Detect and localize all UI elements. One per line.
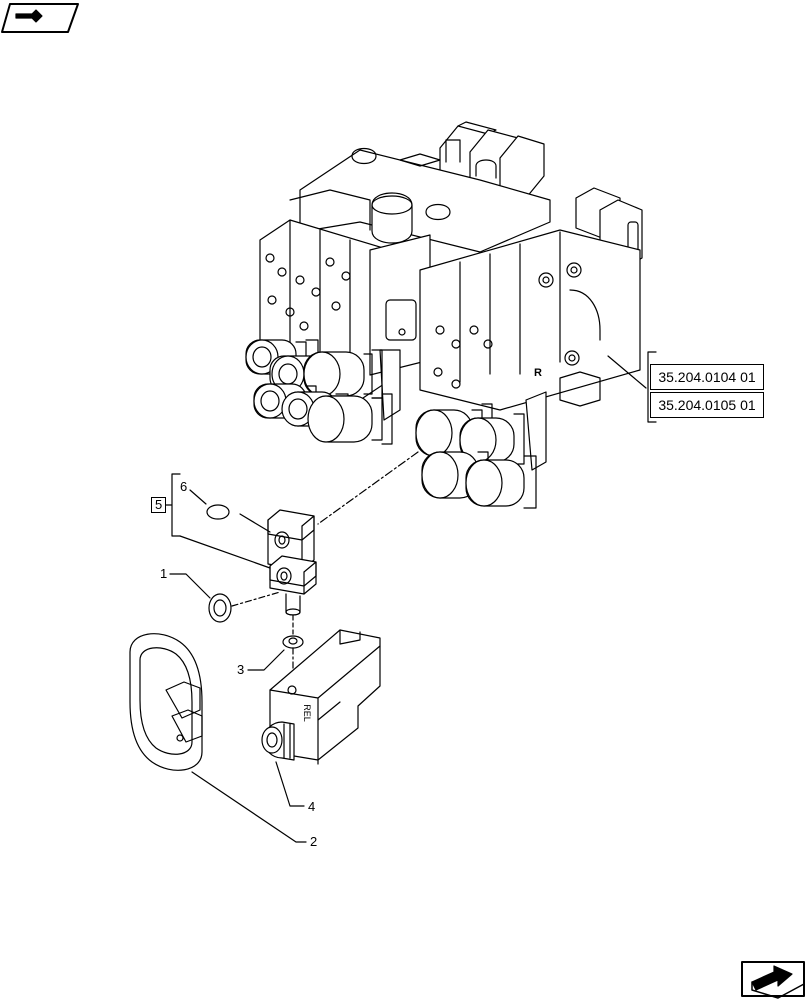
reference-leader xyxy=(607,355,647,389)
previous-page-arrow-icon xyxy=(1,3,79,33)
next-page-arrow-icon xyxy=(741,961,805,999)
previous-page-button[interactable] xyxy=(2,2,78,36)
callout-4: 4 xyxy=(308,799,316,814)
valve-mark-label: R xyxy=(534,367,542,379)
seal-part-1 xyxy=(208,593,232,623)
group-bracket xyxy=(165,473,181,537)
reference-bracket xyxy=(647,351,657,423)
couplers-right xyxy=(415,403,537,509)
callout-6: 6 xyxy=(180,479,188,494)
callout-2: 2 xyxy=(310,834,318,849)
control-valve-assembly xyxy=(245,121,643,509)
callout-5: 5 xyxy=(151,497,167,513)
coupler-bracket-part-4 xyxy=(261,629,381,765)
adaptor-block xyxy=(267,509,317,616)
couplers-left xyxy=(245,339,393,445)
callout-3: 3 xyxy=(237,662,245,677)
reference-link-2[interactable]: 35.204.0105 01 xyxy=(650,392,764,418)
callout-1: 1 xyxy=(160,566,168,581)
cover-part-2 xyxy=(129,633,203,771)
next-page-button[interactable] xyxy=(736,958,806,998)
washer-part-3 xyxy=(282,635,304,649)
assembly-leader-line xyxy=(317,451,419,525)
reference-link-1[interactable]: 35.204.0104 01 xyxy=(650,364,764,390)
o-ring-part-6 xyxy=(206,504,230,520)
coupler-mark-label: REL xyxy=(301,704,312,722)
valve-sections-right xyxy=(419,229,641,411)
